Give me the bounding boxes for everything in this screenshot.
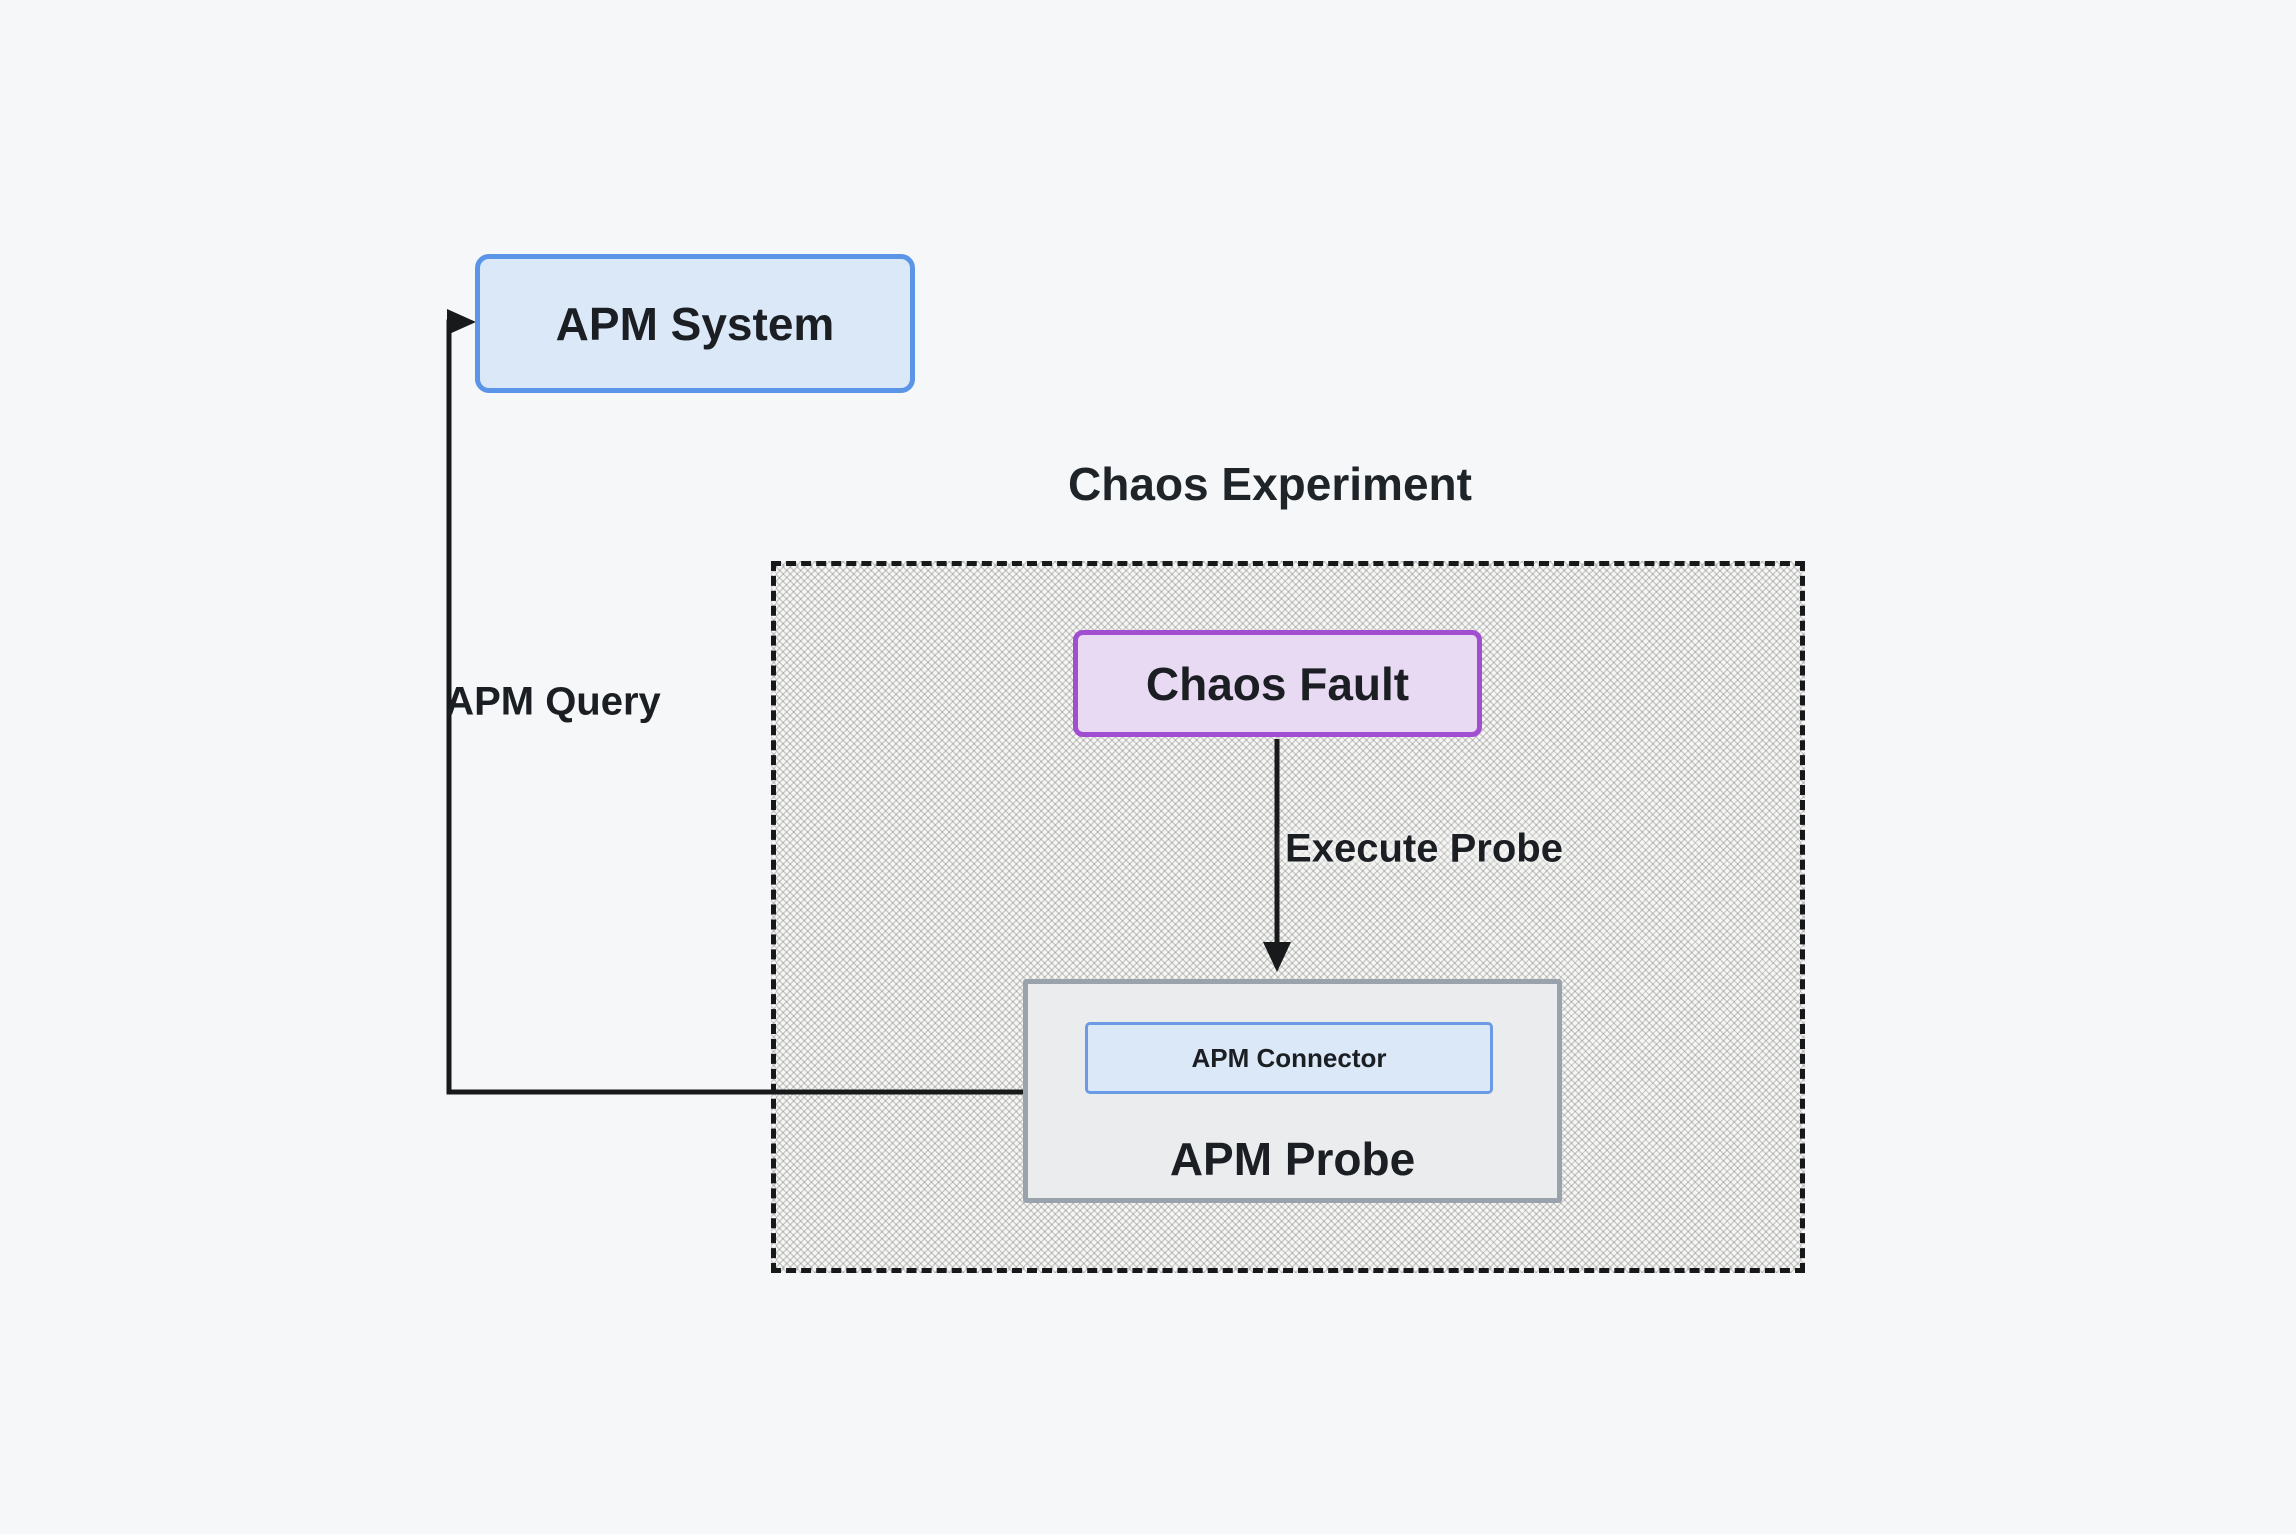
node-apm-system-label: APM System [555,297,835,350]
edge-label-execute-probe: Execute Probe [1285,826,1563,871]
apm-query-arrowhead-icon [447,309,476,335]
node-apm-probe: APM Connector APM Probe [1023,979,1562,1203]
node-apm-connector-label: APM Connector [1191,1042,1387,1073]
node-chaos-fault-label: Chaos Fault [1145,657,1410,710]
node-apm-connector: APM Connector [1085,1022,1493,1094]
node-apm-probe-label: APM Probe [1169,1133,1416,1185]
node-apm-system: APM System [475,254,915,393]
chaos-experiment-title: Chaos Experiment [1068,458,1472,510]
node-chaos-fault: Chaos Fault [1073,630,1482,737]
edge-label-apm-query: APM Query [445,679,661,724]
